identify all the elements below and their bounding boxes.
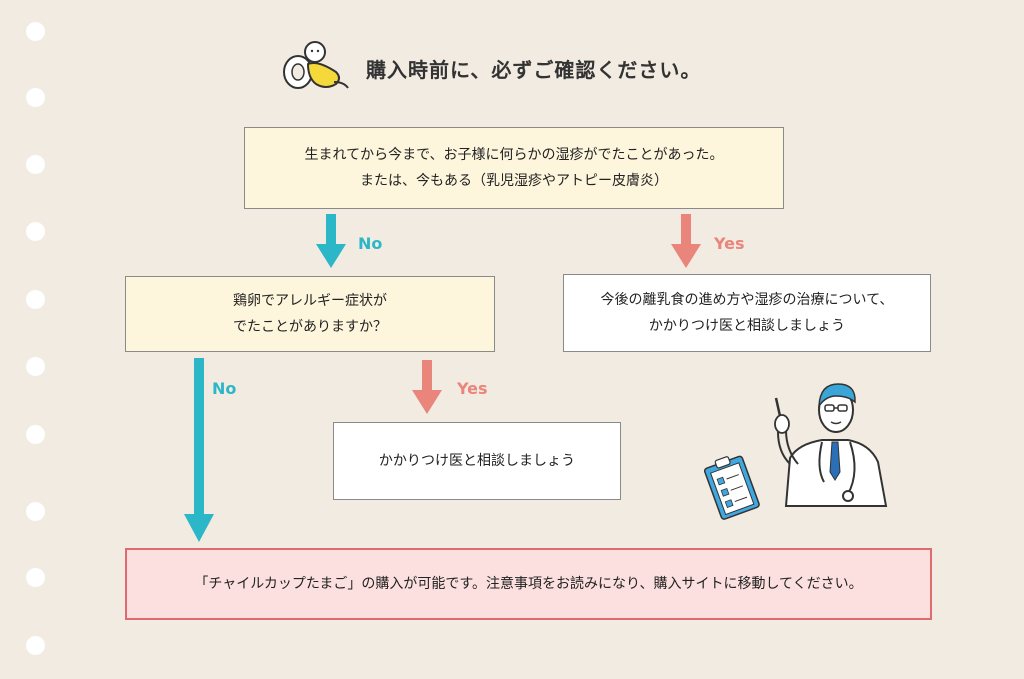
yes-arrow-down-icon — [412, 360, 442, 414]
question-1-line-2: または、今もある（乳児湿疹やアトピー皮膚炎） — [360, 173, 668, 189]
result-1-line-1: 今後の離乳食の進め方や湿疹の治療について、 — [600, 292, 894, 308]
result-2-text: かかりつけ医と相談しましょう — [378, 453, 576, 469]
question-box-1: 生まれてから今まで、お子様に何らかの湿疹がでたことがあった。 または、今もある（… — [244, 127, 784, 209]
question-2-line-1: 鶏卵でアレルギー症状が — [233, 293, 387, 309]
binder-hole — [26, 222, 45, 241]
binder-hole — [26, 290, 45, 309]
final-result-box: 「チャイルカップたまご」の購入が可能です。注意事項をお読みになり、購入サイトに移… — [125, 548, 932, 620]
question-2-line-2: でたことがありますか？ — [233, 319, 387, 335]
baby-icon — [283, 41, 349, 89]
binder-hole — [26, 357, 45, 376]
yes-label-2: Yes — [457, 379, 488, 398]
page-title: 購入時前に、必ずご確認ください。 — [366, 57, 702, 82]
binder-hole — [26, 568, 45, 587]
yes-label-1: Yes — [714, 234, 745, 253]
doctor-illustration — [703, 383, 888, 520]
result-box-consult: かかりつけ医と相談しましょう — [333, 422, 621, 500]
no-arrow-long-down-icon — [184, 358, 214, 542]
binder-hole — [26, 425, 45, 444]
no-label-1: No — [358, 234, 383, 253]
question-box-2: 鶏卵でアレルギー症状が でたことがありますか？ — [125, 276, 495, 352]
header: 購入時前に、必ずご確認ください。 — [278, 38, 701, 98]
yes-arrow-down-icon — [671, 214, 701, 268]
binder-hole — [26, 88, 45, 107]
binder-hole — [26, 636, 45, 655]
question-1-line-1: 生まれてから今まで、お子様に何らかの湿疹がでたことがあった。 — [304, 147, 724, 163]
final-result-text: 「チャイルカップたまご」の購入が可能です。注意事項をお読みになり、購入サイトに移… — [194, 576, 863, 592]
result-box-consult-treatment: 今後の離乳食の進め方や湿疹の治療について、 かかりつけ医と相談しましょう — [563, 274, 931, 352]
no-arrow-down-icon — [316, 214, 346, 268]
binder-hole — [26, 22, 45, 41]
binder-hole — [26, 155, 45, 174]
result-1-line-2: かかりつけ医と相談しましょう — [648, 318, 846, 334]
no-label-2: No — [212, 379, 237, 398]
binder-hole — [26, 502, 45, 521]
